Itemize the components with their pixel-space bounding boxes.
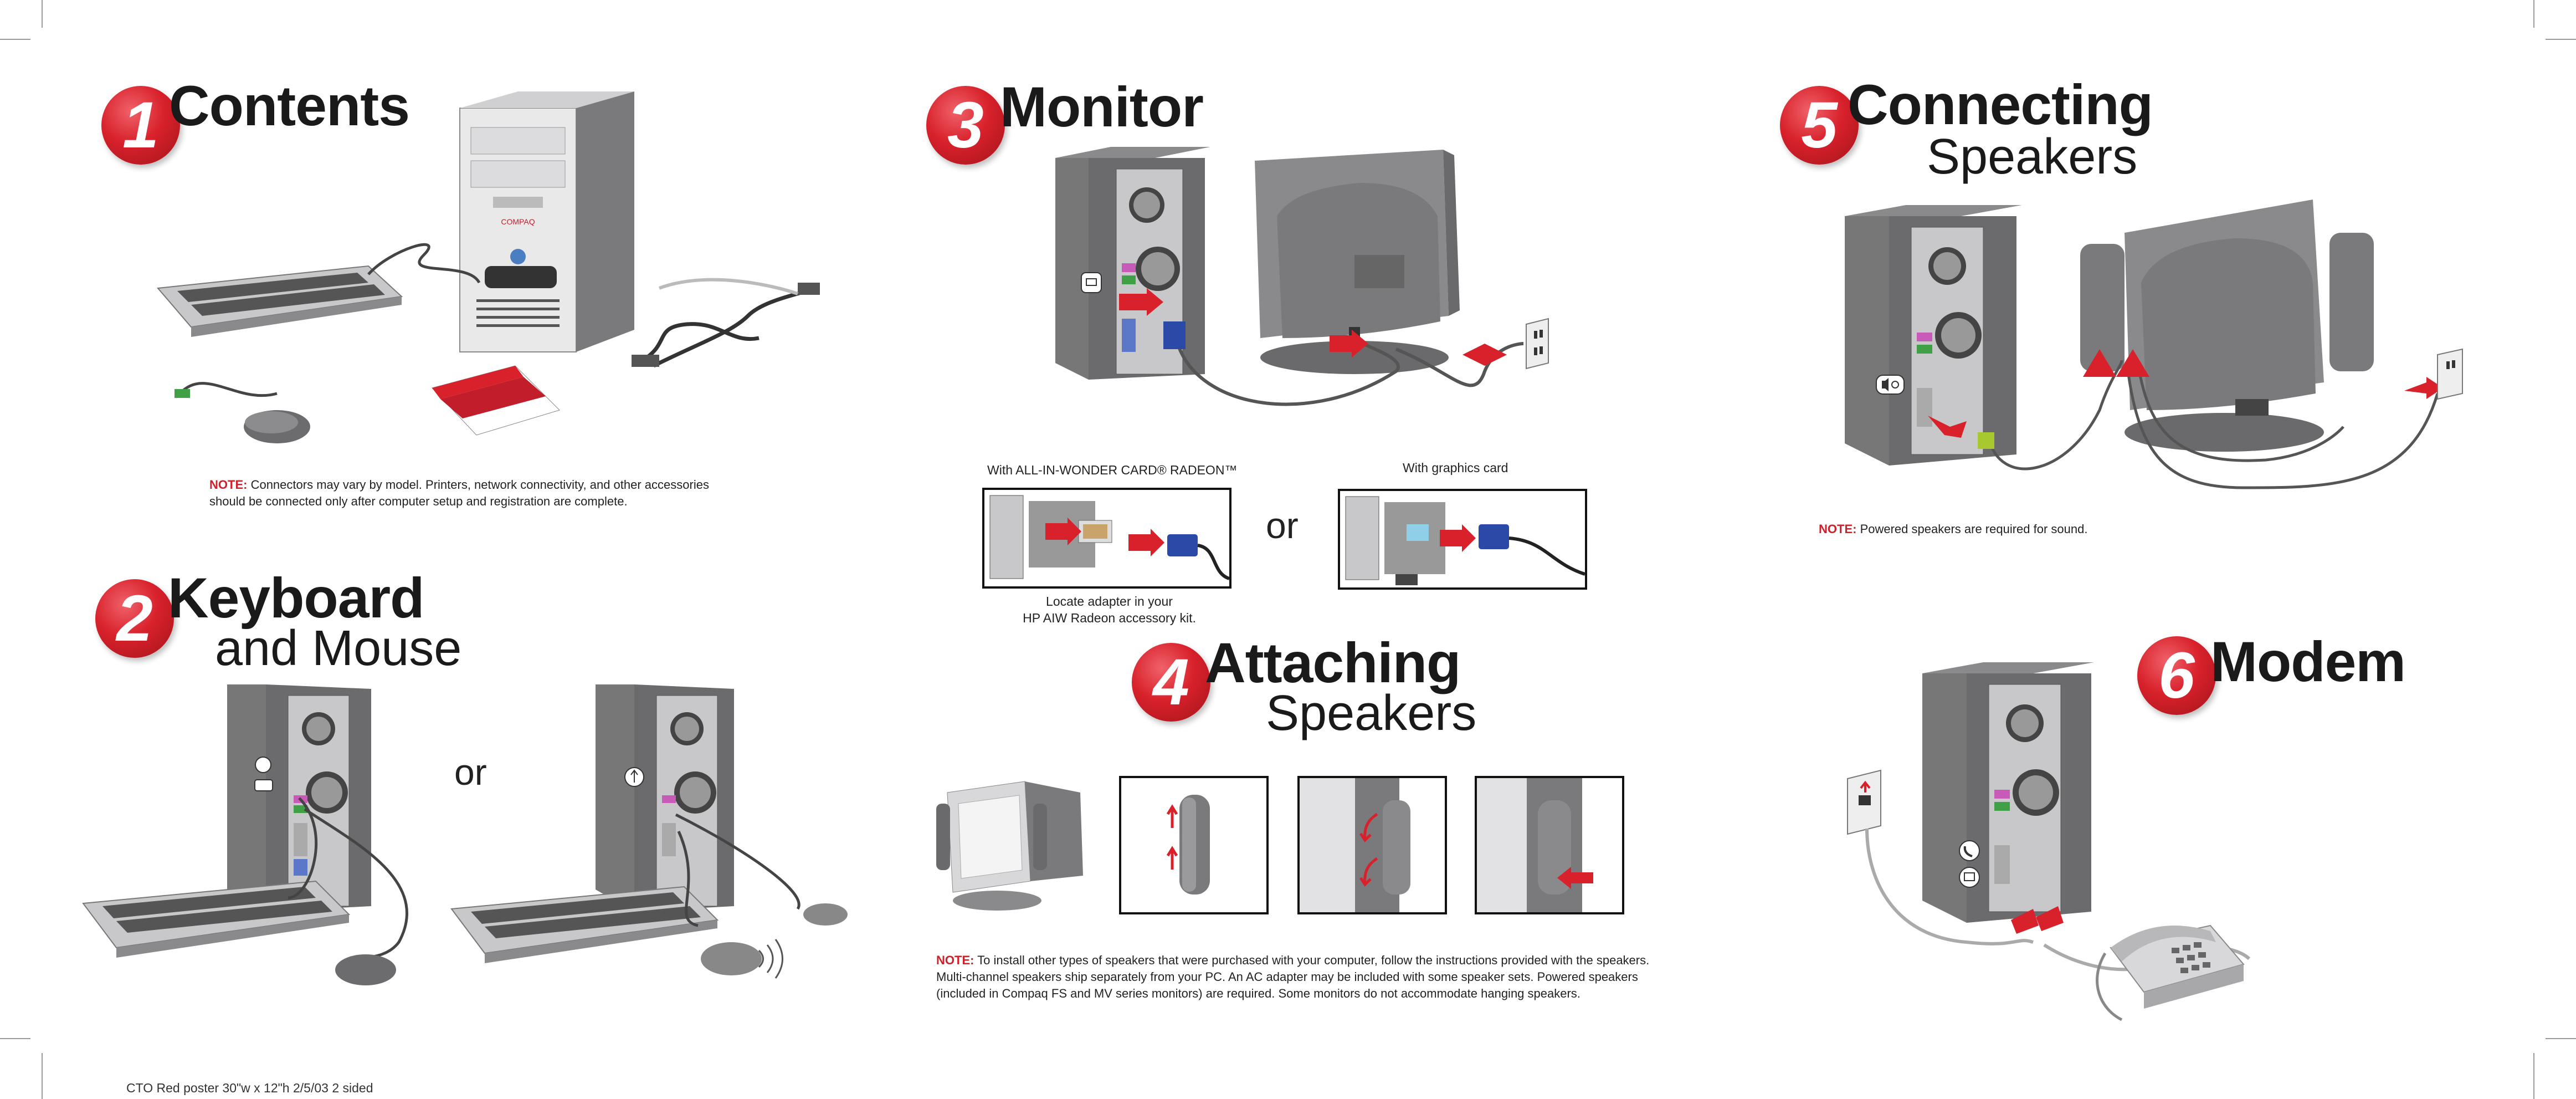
crt-monitor-with-speakers	[2080, 200, 2374, 452]
computer-tower-front: COMPAQ	[459, 91, 634, 352]
section-title-monitor: Monitor	[1000, 75, 1204, 139]
crop-mark	[42, 0, 43, 28]
keyboard-mouse-cables	[288, 797, 408, 985]
section-title-connecting: Connecting	[1848, 73, 2153, 136]
computer-tower-back	[596, 684, 734, 912]
crt-monitor-front	[936, 781, 1083, 911]
phone-jack-icons	[1959, 840, 1980, 888]
section-title-modem: Modem	[2210, 630, 2406, 693]
wall-outlet	[1526, 318, 1549, 370]
crop-mark	[2533, 0, 2534, 28]
step-badge-1: 1	[101, 86, 180, 165]
keyboard	[82, 880, 351, 958]
crt-monitor-back	[1255, 150, 1460, 374]
keyboard	[157, 243, 481, 337]
case-brand: COMPAQ	[501, 217, 535, 226]
section-subtitle-mouse: and Mouse	[215, 621, 462, 676]
note-label: NOTE:	[1819, 522, 1857, 536]
power-cord	[632, 278, 820, 368]
phone-wall-jack	[1847, 769, 1881, 835]
note-text: Connectors may vary by model. Printers, …	[250, 478, 709, 492]
graphics-card-panel	[1338, 489, 1587, 590]
caption-locate-adapter: Locate adapter in your	[1039, 593, 1180, 610]
vga-and-power-cables	[1163, 321, 1524, 406]
note-text: Powered speakers are required for sound.	[1860, 522, 2088, 536]
caption-aiw: With ALL-IN-WONDER CARD® RADEON™	[987, 463, 1238, 477]
or-separator: or	[454, 752, 487, 793]
speaker-step-2	[1297, 776, 1447, 914]
computer-tower-back	[1922, 662, 2094, 923]
section-title-keyboard: Keyboard	[168, 566, 424, 630]
crop-mark	[0, 1038, 30, 1039]
crop-mark	[2546, 1038, 2576, 1039]
red-arrow	[1928, 416, 1967, 438]
aiw-adapter-panel	[982, 488, 1231, 589]
crop-mark	[0, 39, 30, 40]
note-label: NOTE:	[209, 478, 248, 492]
section-subtitle-speakers: Speakers	[1266, 686, 1477, 741]
crop-mark	[2546, 39, 2576, 40]
print-slug: CTO Red poster 30"w x 12"h 2/5/03 2 side…	[126, 1081, 373, 1095]
note-connecting-speakers: NOTE: Powered speakers are required for …	[1819, 521, 2087, 538]
or-separator: or	[1266, 505, 1299, 546]
note-text: (included in Compaq FS and MV series mon…	[936, 986, 1581, 1000]
mouse	[175, 382, 310, 443]
usb-port-icon	[624, 767, 644, 787]
caption-line: HP AIW Radeon accessory kit.	[1023, 611, 1196, 625]
keyboard	[450, 886, 719, 963]
note-label: NOTE:	[936, 953, 974, 967]
wall-outlet	[2437, 348, 2463, 400]
note-text: should be connected only after computer …	[209, 494, 628, 508]
computer-tower-back	[227, 684, 371, 912]
step-badge-4: 4	[1132, 643, 1210, 722]
crop-mark	[2533, 1053, 2534, 1099]
section-title-contents: Contents	[169, 74, 410, 137]
manual-booklet	[432, 365, 560, 436]
step-badge-2: 2	[95, 579, 174, 658]
note-text: To install other types of speakers that …	[977, 953, 1650, 967]
step-badge-5: 5	[1780, 86, 1859, 165]
ps2-port-icon	[254, 756, 273, 791]
caption-graphics-card: With graphics card	[1403, 461, 1508, 475]
note-contents: NOTE: Connectors may vary by model. Prin…	[209, 477, 709, 510]
computer-tower-back	[1845, 205, 2022, 466]
step-badge-3: 3	[926, 86, 1005, 165]
note-text: Multi-channel speakers ship separately f…	[936, 970, 1638, 984]
caption-line: Locate adapter in your	[1046, 594, 1173, 609]
telephone	[2096, 924, 2245, 1021]
speaker-step-1	[1119, 776, 1269, 914]
section-title-attaching: Attaching	[1205, 631, 1461, 694]
speaker-cables	[1978, 349, 2443, 489]
section-subtitle-speakers: Speakers	[1927, 129, 2138, 185]
red-arrow	[1119, 288, 1163, 316]
note-attaching-speakers: NOTE: To install other types of speakers…	[936, 952, 1649, 1002]
audio-out-icon	[1876, 375, 1905, 395]
speaker-step-3	[1475, 776, 1624, 914]
step-badge-6: 6	[2137, 636, 2216, 715]
monitor-port-icon	[1081, 272, 1102, 293]
usb-mouse	[675, 813, 848, 979]
crop-mark	[42, 1053, 43, 1099]
caption-locate-adapter: HP AIW Radeon accessory kit.	[1019, 610, 1199, 626]
